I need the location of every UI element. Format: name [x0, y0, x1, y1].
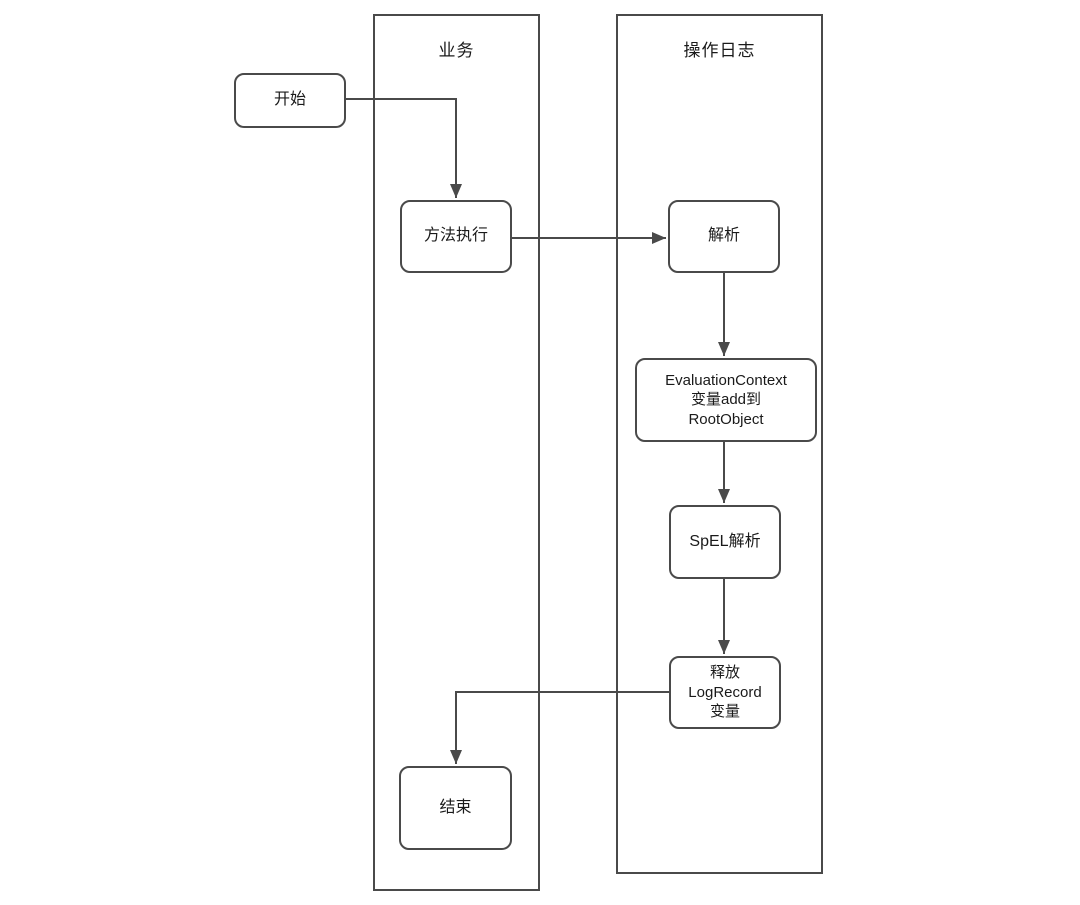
- node-spel-parse: SpEL解析: [669, 505, 781, 579]
- node-parse: 解析: [668, 200, 780, 273]
- node-evaluation-context: EvaluationContext 变量add到 RootObject: [635, 358, 817, 442]
- swimlane-operation-log-label: 操作日志: [683, 41, 756, 60]
- swimlane-business-label: 业务: [438, 41, 475, 60]
- swimlane-operation-log: 操作日志: [616, 14, 823, 874]
- node-method-execute: 方法执行: [400, 200, 512, 273]
- node-release-logrecord: 释放 LogRecord 变量: [669, 656, 781, 729]
- node-end: 结束: [399, 766, 512, 850]
- node-start: 开始: [234, 73, 346, 128]
- swimlane-business: 业务: [373, 14, 540, 891]
